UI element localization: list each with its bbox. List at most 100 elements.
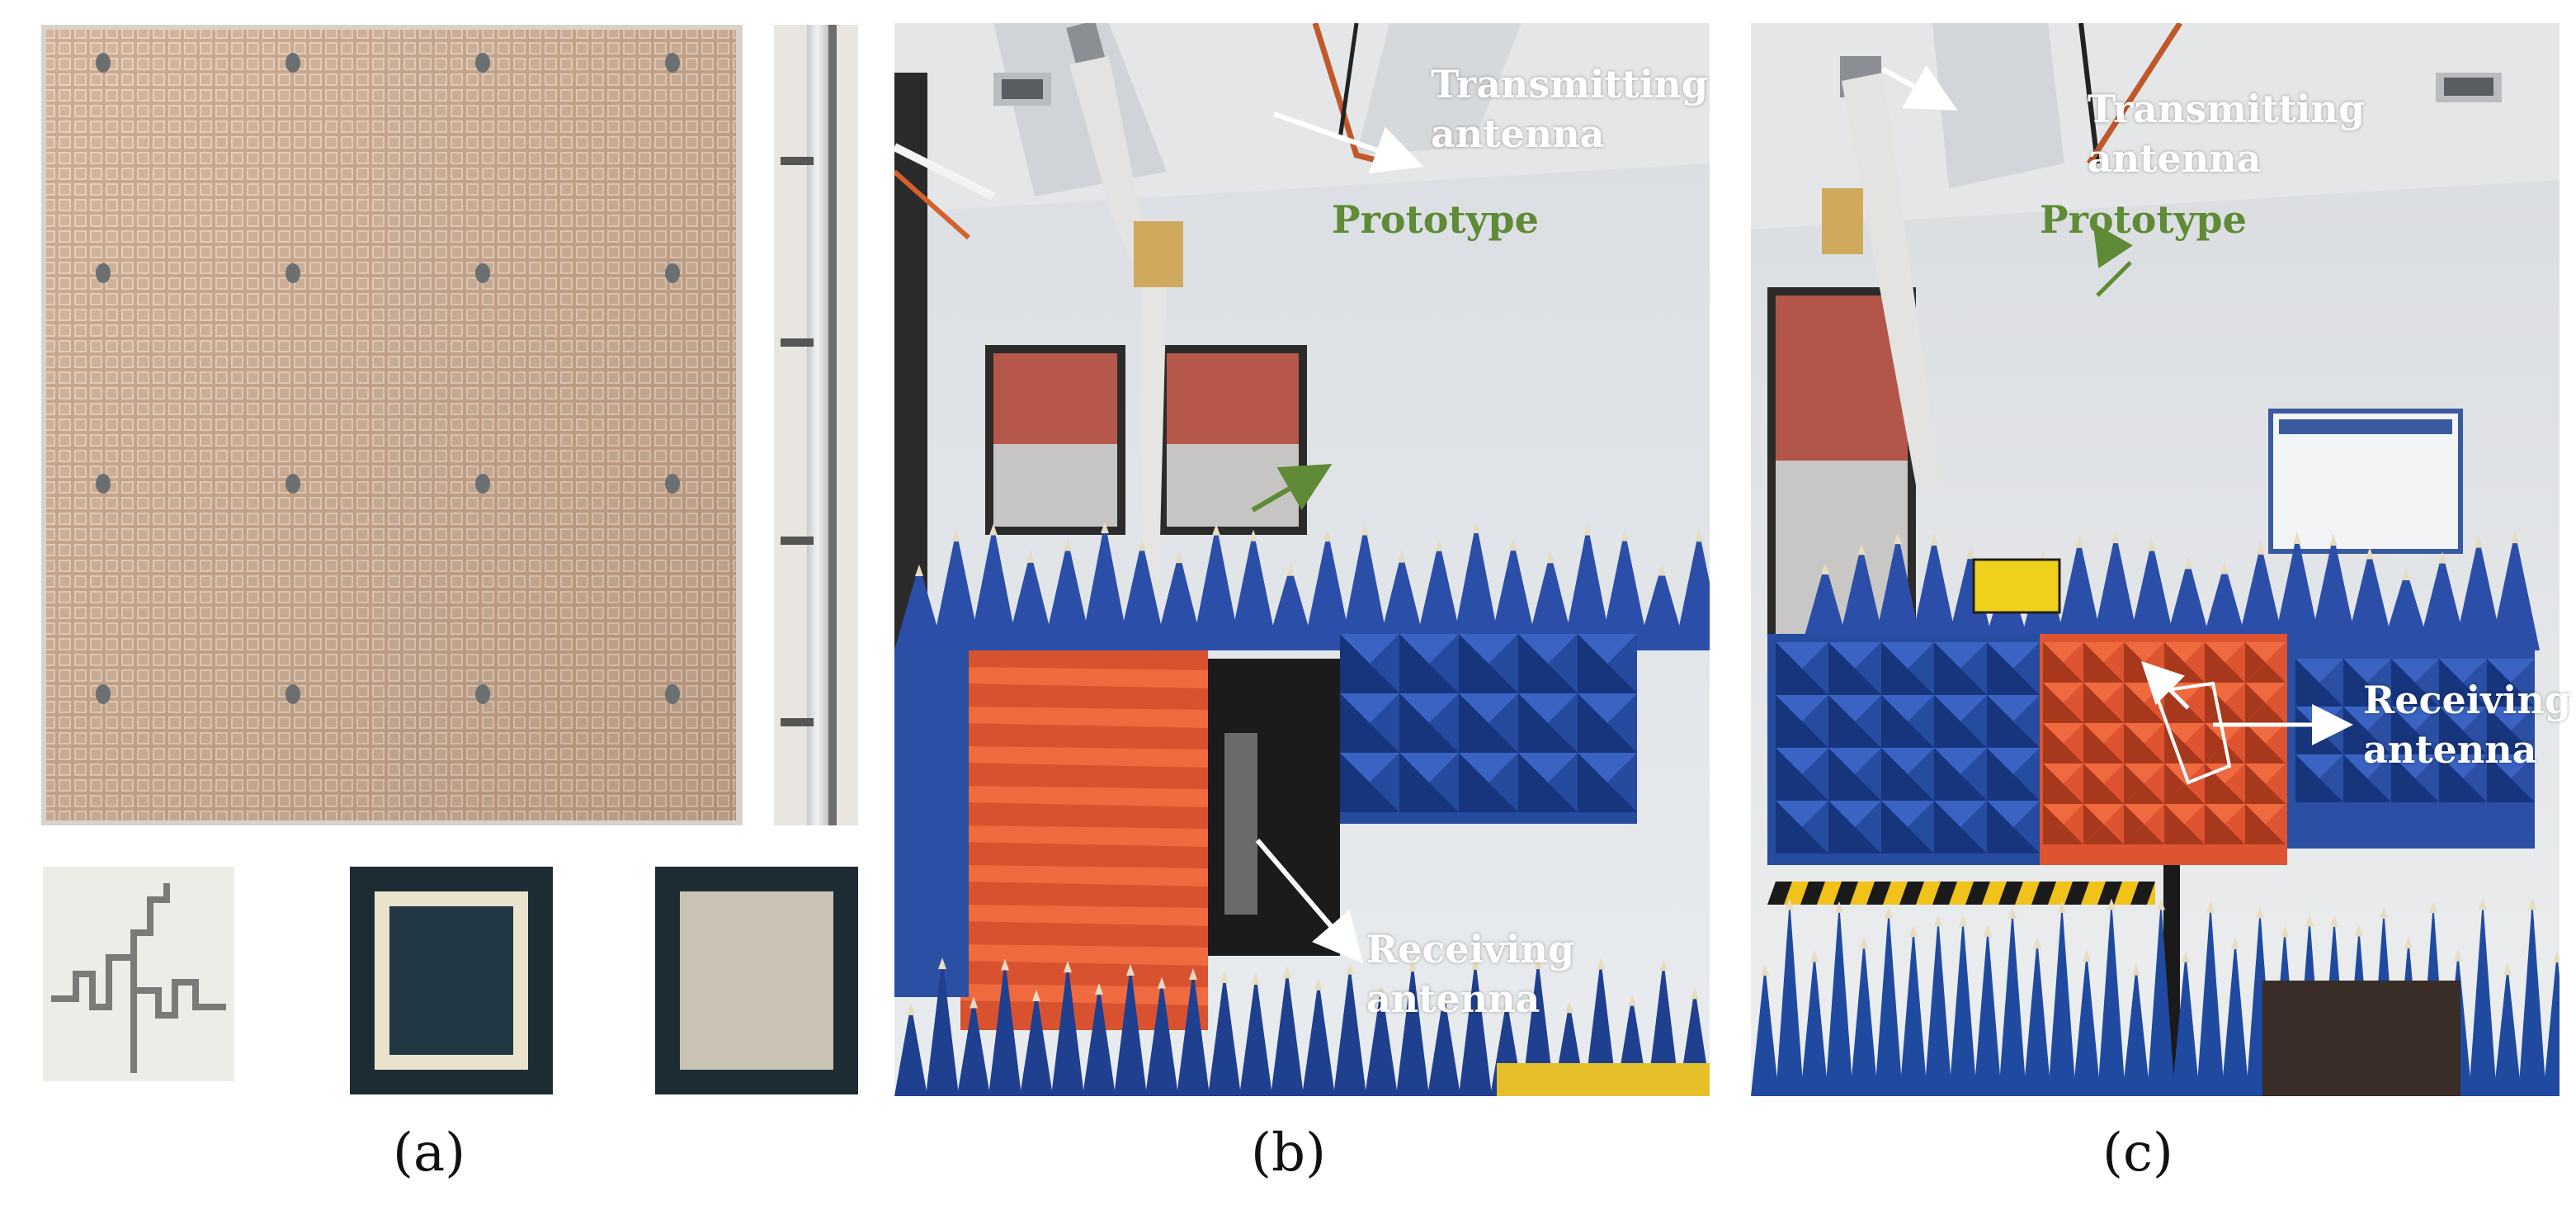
absorber-cone (1191, 523, 1241, 650)
cone-tip (1314, 978, 1323, 990)
cone-tip (1821, 563, 1829, 575)
absorber-cone (1909, 533, 1959, 650)
absorber-cone (1266, 564, 1315, 650)
receiving-label-line1: Receiving (2363, 678, 2572, 722)
board-screw (665, 53, 680, 73)
absorber-pyramid (2439, 659, 2487, 683)
absorber-cone (1489, 539, 1538, 650)
absorber-cone (2469, 898, 2497, 1096)
cone-tip (1761, 964, 1769, 976)
absorber-cone (2097, 898, 2125, 1096)
absorber-pyramid (1578, 664, 1637, 693)
absorber-pyramid (1934, 748, 1987, 774)
cone-tip (2380, 907, 2388, 920)
absorber-cone (1974, 924, 2002, 1096)
absorber-cone (1239, 972, 1272, 1096)
cone-tip (2220, 562, 2229, 574)
absorber-pyramid (2343, 730, 2391, 754)
absorber-pyramid (2043, 783, 2083, 804)
cone-tip (1189, 967, 1197, 980)
cone-tip (1509, 539, 1517, 551)
absorber-pyramid (2164, 804, 2205, 825)
absorber-pyramid (1828, 695, 1855, 748)
absorber-pyramid (1828, 642, 1855, 695)
cone-tip (1472, 522, 1480, 534)
absorber-pyramid (1399, 693, 1459, 723)
absorber-pyramid (1459, 693, 1489, 753)
absorber-pyramid (1399, 782, 1459, 812)
absorber-pyramid (2083, 783, 2124, 804)
absorber-pyramid (1518, 753, 1578, 782)
cone-tip (2184, 557, 2192, 570)
absorber-pyramid (2043, 764, 2064, 804)
absorber-pyramid (2124, 683, 2144, 723)
absorber-cone (2493, 963, 2522, 1096)
absorber-pyramid (1459, 723, 1518, 753)
absorber-pyramid (1987, 695, 2013, 748)
cone-tip (1691, 987, 1699, 1000)
absorber-pyramid (2164, 804, 2185, 844)
absorber-pyramid (1578, 693, 1607, 753)
barrier-stripe (2097, 882, 2122, 905)
absorber-pyramid (2245, 764, 2286, 784)
side-pin (781, 157, 814, 165)
cone-tip (1286, 564, 1295, 576)
absorber-pyramid (1828, 801, 1855, 853)
absorber-pyramid (2245, 804, 2266, 844)
absorber-pyramid (2164, 702, 2205, 723)
cone-tip (1966, 547, 1974, 560)
absorber-pyramid (2124, 824, 2164, 844)
cone-tip (2355, 924, 2363, 937)
absorber-pyramid (2205, 662, 2245, 683)
transmitting-label-line1: Transmitting (1431, 62, 1708, 106)
absorber-pyramid (1934, 827, 1987, 853)
panel-b: Transmitting antenna Prototype Receiving… (894, 23, 1710, 1184)
absorber-pyramid (1987, 642, 2040, 669)
absorber-cone (1526, 551, 1575, 650)
absorber-cone (1800, 563, 1850, 650)
absorber-cone (894, 565, 944, 650)
absorber-pyramid (1828, 827, 1881, 853)
absorber-pyramid (1340, 753, 1370, 812)
cone-tip (2293, 532, 2301, 545)
absorber-cone (2127, 539, 2177, 650)
cone-tip (2329, 534, 2338, 546)
absorber-pyramid (2487, 707, 2511, 754)
absorber-pyramid (1459, 664, 1518, 693)
cone-tip (1894, 532, 1902, 545)
absorber-pyramid (1934, 721, 1987, 748)
absorber-pyramid (2245, 642, 2286, 663)
absorber-pyramid (1881, 695, 1934, 721)
absorber-cone (2490, 532, 2540, 650)
absorber-pyramid (1459, 693, 1518, 723)
cone-tip (2231, 937, 2239, 949)
transmitting-antenna-label-c: Transmitting antenna (2088, 84, 2365, 183)
absorber-cone (1637, 564, 1687, 650)
cone-tip (1361, 523, 1369, 536)
cone-tip (1503, 999, 1511, 1011)
barrier-stripe (2130, 882, 2155, 905)
absorber-cone (1899, 925, 1927, 1096)
absorber-pyramid (2343, 683, 2391, 707)
barrier-stripe (1767, 882, 1792, 905)
absorber-pyramid (2245, 804, 2286, 825)
absorber-pyramid (2083, 824, 2124, 844)
absorber-cone (2418, 551, 2467, 650)
absorber-pyramid (1881, 774, 1934, 801)
absorber-pyramid (1828, 774, 1881, 801)
absorber-pyramid (1881, 801, 1908, 853)
side-pin (781, 537, 814, 545)
cone-tip (2281, 925, 2289, 938)
absorber-pyramid (2083, 683, 2104, 723)
absorber-pyramid (1881, 642, 1908, 695)
absorber-pyramid (1987, 801, 2013, 853)
absorber-pyramid (1987, 642, 2013, 695)
board-screw (475, 263, 490, 283)
absorber-pyramid (1934, 669, 1987, 695)
cone-tip (1249, 529, 1257, 541)
absorber-pyramid (2245, 683, 2266, 723)
cone-tip (1283, 967, 1291, 979)
cone-tip (1001, 958, 1009, 971)
absorber-pyramid (1578, 753, 1607, 812)
absorber-pyramid (1399, 723, 1459, 753)
